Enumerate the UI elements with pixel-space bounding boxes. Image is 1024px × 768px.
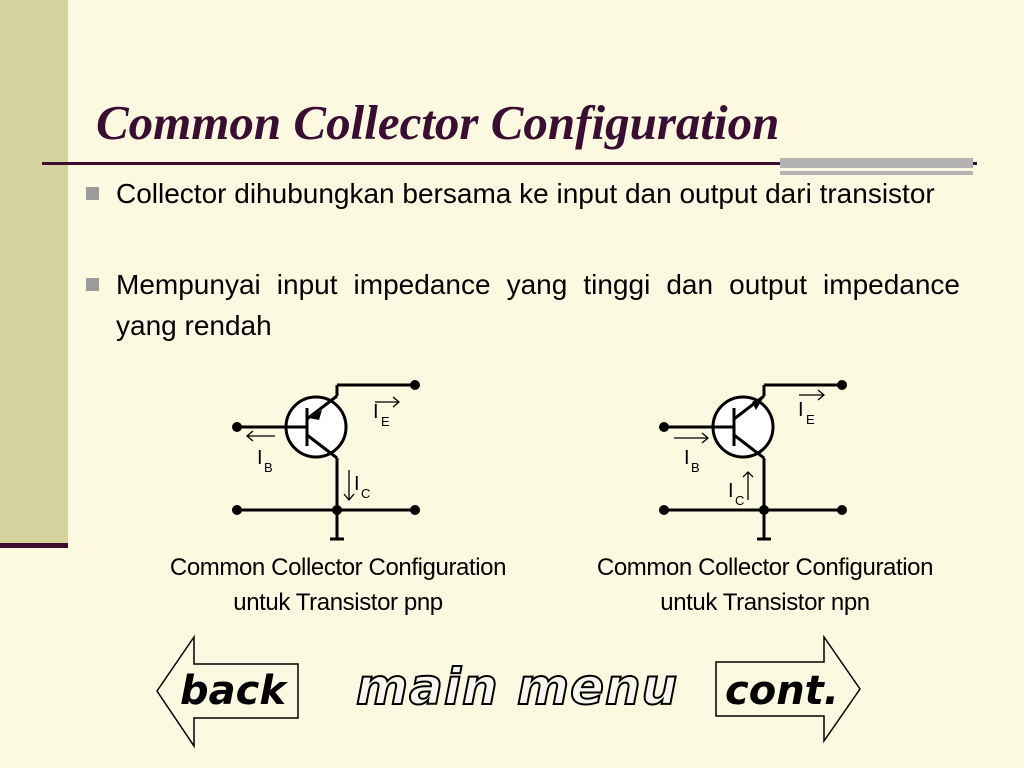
title-underline-accent-thin [780, 171, 973, 175]
title-underline-accent [780, 158, 973, 168]
terminal-dot [410, 380, 420, 390]
caption-line: untuk Transistor npn [660, 589, 870, 616]
label-ib-sub: B [264, 460, 273, 475]
junction-dot [759, 505, 769, 515]
bullet-square-icon [86, 187, 99, 200]
bullet-square-icon [86, 278, 99, 291]
pnp-circuit-diagram: I E I B I C [232, 380, 420, 541]
terminal-dot [837, 380, 847, 390]
label-ic-sub: C [735, 493, 744, 508]
slide-title: Common Collector Configuration [96, 95, 780, 150]
title-underline [42, 162, 977, 165]
caption-line: Common Collector Configuration [169, 554, 507, 581]
caption-line: untuk Transistor pnp [233, 589, 443, 616]
terminal-dot [837, 505, 847, 515]
label-ic-sub: C [361, 486, 370, 501]
label-ib-sub: B [691, 460, 700, 475]
label-ie: I [798, 399, 804, 421]
caption-pnp: Common Collector Configuration untuk Tra… [128, 550, 548, 620]
label-ie-sub: E [806, 412, 815, 427]
bullet-text: Collector dihubungkan bersama ke input d… [116, 178, 935, 209]
terminal-dot [232, 422, 242, 432]
junction-dot [332, 505, 342, 515]
side-band [0, 0, 68, 546]
back-button[interactable]: back [180, 668, 286, 714]
emitter-arrow-icon [752, 395, 765, 410]
terminal-dot [410, 505, 420, 515]
side-band-rule [0, 543, 68, 548]
label-ie: I [373, 401, 379, 423]
npn-circuit-diagram: I E I B I C [659, 380, 847, 541]
label-ic: I [728, 480, 734, 502]
bullet-text: Mempunyai input impedance yang tinggi da… [116, 269, 960, 341]
bullet-item: Collector dihubungkan bersama ke input d… [86, 173, 960, 214]
nav-arrows [156, 634, 861, 749]
label-ie-sub: E [381, 414, 390, 429]
terminal-dot [659, 422, 669, 432]
label-ib: I [684, 447, 690, 469]
label-ib: I [257, 447, 263, 469]
caption-npn: Common Collector Configuration untuk Tra… [555, 550, 975, 620]
terminal-dot [232, 505, 242, 515]
cont-arrow-icon[interactable] [715, 634, 861, 744]
emitter-arrow-icon [309, 410, 322, 420]
cont-button[interactable]: cont. [725, 668, 839, 714]
label-ic: I [354, 473, 360, 495]
caption-line: Common Collector Configuration [596, 554, 934, 581]
bullet-item: Mempunyai input impedance yang tinggi da… [86, 264, 960, 346]
main-menu-button[interactable]: main menu [355, 657, 679, 717]
terminal-dot [659, 505, 669, 515]
back-arrow-icon[interactable] [156, 634, 299, 749]
